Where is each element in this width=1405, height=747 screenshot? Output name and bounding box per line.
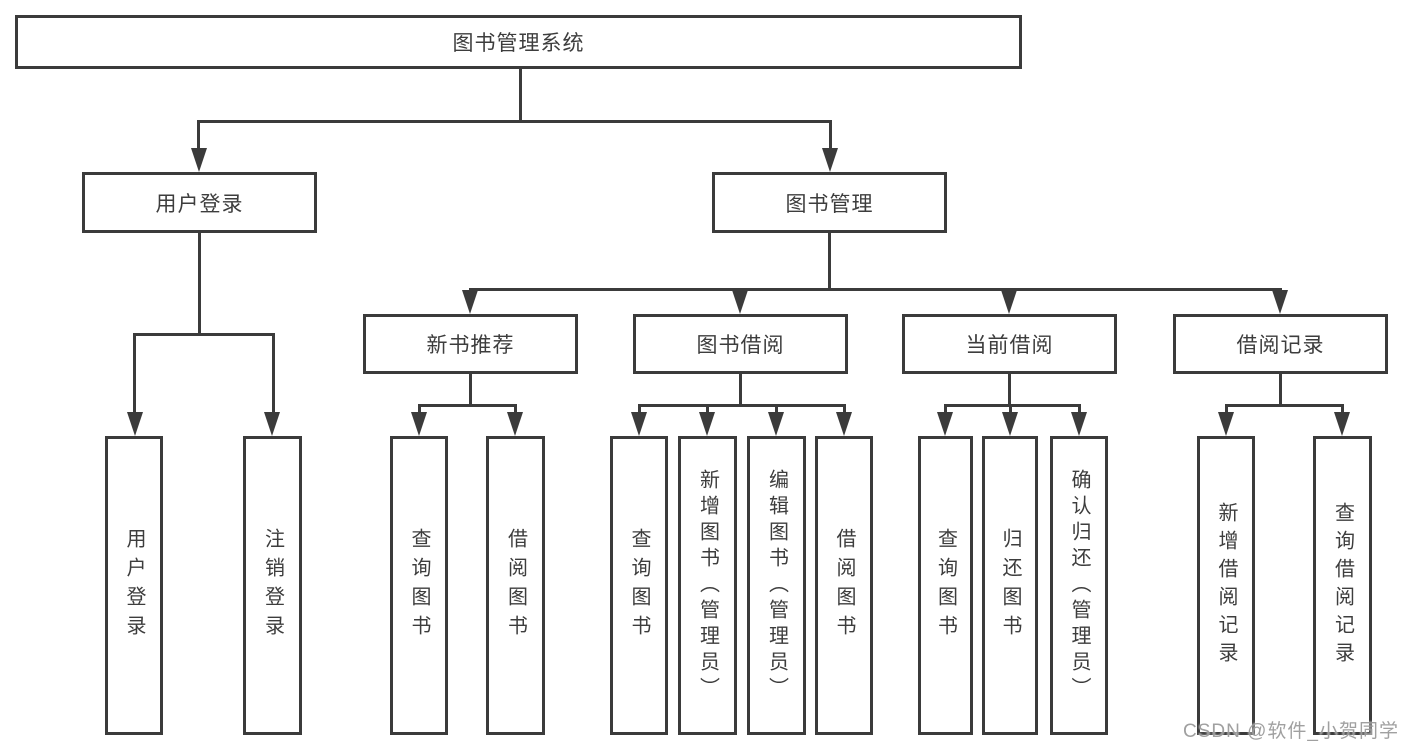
connector-line [514,404,517,414]
connector-line [706,404,709,414]
connector-line [1341,404,1344,414]
leaf-borrow-books: 借阅图书 [815,436,873,735]
leaf-query-books-current: 查询图书 [918,436,973,735]
leaf-edit-books-admin: 编辑图书（管理员） [747,436,806,735]
node-user-login: 用户登录 [82,172,317,233]
connector-line [133,333,275,336]
connector-line [133,333,136,413]
connector-line [775,404,778,414]
node-current-borrowing: 当前借阅 [902,314,1117,374]
arrow-down-icon [191,148,207,172]
arrow-down-icon [836,412,852,436]
node-label: 查询图书 [408,527,430,644]
leaf-add-books-admin: 新增图书（管理员） [678,436,737,735]
arrow-down-icon [768,412,784,436]
connector-line [638,404,846,407]
arrow-down-icon [822,148,838,172]
node-label: 归还图书 [999,527,1021,644]
node-label: 注销登录 [261,527,284,644]
connector-line [272,333,275,413]
node-library-management-system: 图书管理系统 [15,15,1022,69]
connector-line [198,233,201,335]
arrow-down-icon [1334,412,1350,436]
connector-line [843,404,846,414]
connector-line [944,404,947,414]
node-label: 确认归还（管理员） [1068,468,1090,703]
leaf-confirm-return-admin: 确认归还（管理员） [1050,436,1108,735]
node-borrowing-records: 借阅记录 [1173,314,1388,374]
arrow-down-icon [1272,290,1288,314]
connector-line [1008,374,1011,406]
connector-line [418,404,421,414]
connector-line [197,120,832,123]
arrow-down-icon [699,412,715,436]
connector-line [829,120,832,150]
connector-line [1279,374,1282,406]
arrow-down-icon [411,412,427,436]
node-label: 查询借阅记录 [1331,501,1354,670]
arrow-down-icon [937,412,953,436]
node-label: 当前借阅 [965,334,1054,357]
arrow-down-icon [264,412,280,436]
node-label: 新增借阅记录 [1215,501,1237,670]
leaf-query-books-new: 查询图书 [390,436,448,735]
node-new-book-recommendation: 新书推荐 [363,314,578,374]
connector-line [519,68,522,121]
connector-line [1009,404,1012,414]
node-label: 用户登录 [123,527,145,644]
watermark: CSDN @软件_小贺同学 [1183,721,1399,742]
leaf-query-books-borrowing: 查询图书 [610,436,668,735]
connector-line [1225,404,1228,414]
leaf-return-books: 归还图书 [982,436,1038,735]
connector-line [944,404,1080,407]
arrow-down-icon [1218,412,1234,436]
node-label: 图书管理系统 [452,32,585,55]
arrow-down-icon [507,412,523,436]
leaf-query-borrow-record: 查询借阅记录 [1313,436,1372,735]
node-book-management: 图书管理 [712,172,947,233]
connector-line [469,288,1282,291]
node-label: 新增图书（管理员） [696,468,719,703]
node-label: 借阅记录 [1236,334,1325,357]
node-label: 图书管理 [785,192,874,216]
connector-line [1078,404,1081,414]
leaf-borrow-books-new: 借阅图书 [486,436,545,735]
arrow-down-icon [1002,412,1018,436]
node-label: 编辑图书（管理员） [765,468,788,703]
connector-line [197,120,200,150]
arrow-down-icon [127,412,143,436]
arrow-down-icon [1071,412,1087,436]
connector-line [1225,404,1344,407]
connector-line [828,233,831,290]
connector-line [469,374,472,406]
arrow-down-icon [732,290,748,314]
node-label: 用户登录 [155,192,244,216]
connector-line [418,404,517,407]
node-label: 图书借阅 [696,334,785,357]
node-label: 查询图书 [934,527,957,644]
arrow-down-icon [631,412,647,436]
leaf-add-borrow-record: 新增借阅记录 [1197,436,1255,735]
node-label: 新书推荐 [426,334,515,357]
node-label: 借阅图书 [504,527,527,644]
node-label: 借阅图书 [833,527,855,644]
arrow-down-icon [1001,290,1017,314]
node-label: 查询图书 [628,527,650,644]
arrow-down-icon [462,290,478,314]
connector-line [638,404,641,414]
leaf-user-login: 用户登录 [105,436,163,735]
node-book-borrowing: 图书借阅 [633,314,848,374]
connector-line [739,374,742,406]
leaf-logout: 注销登录 [243,436,302,735]
